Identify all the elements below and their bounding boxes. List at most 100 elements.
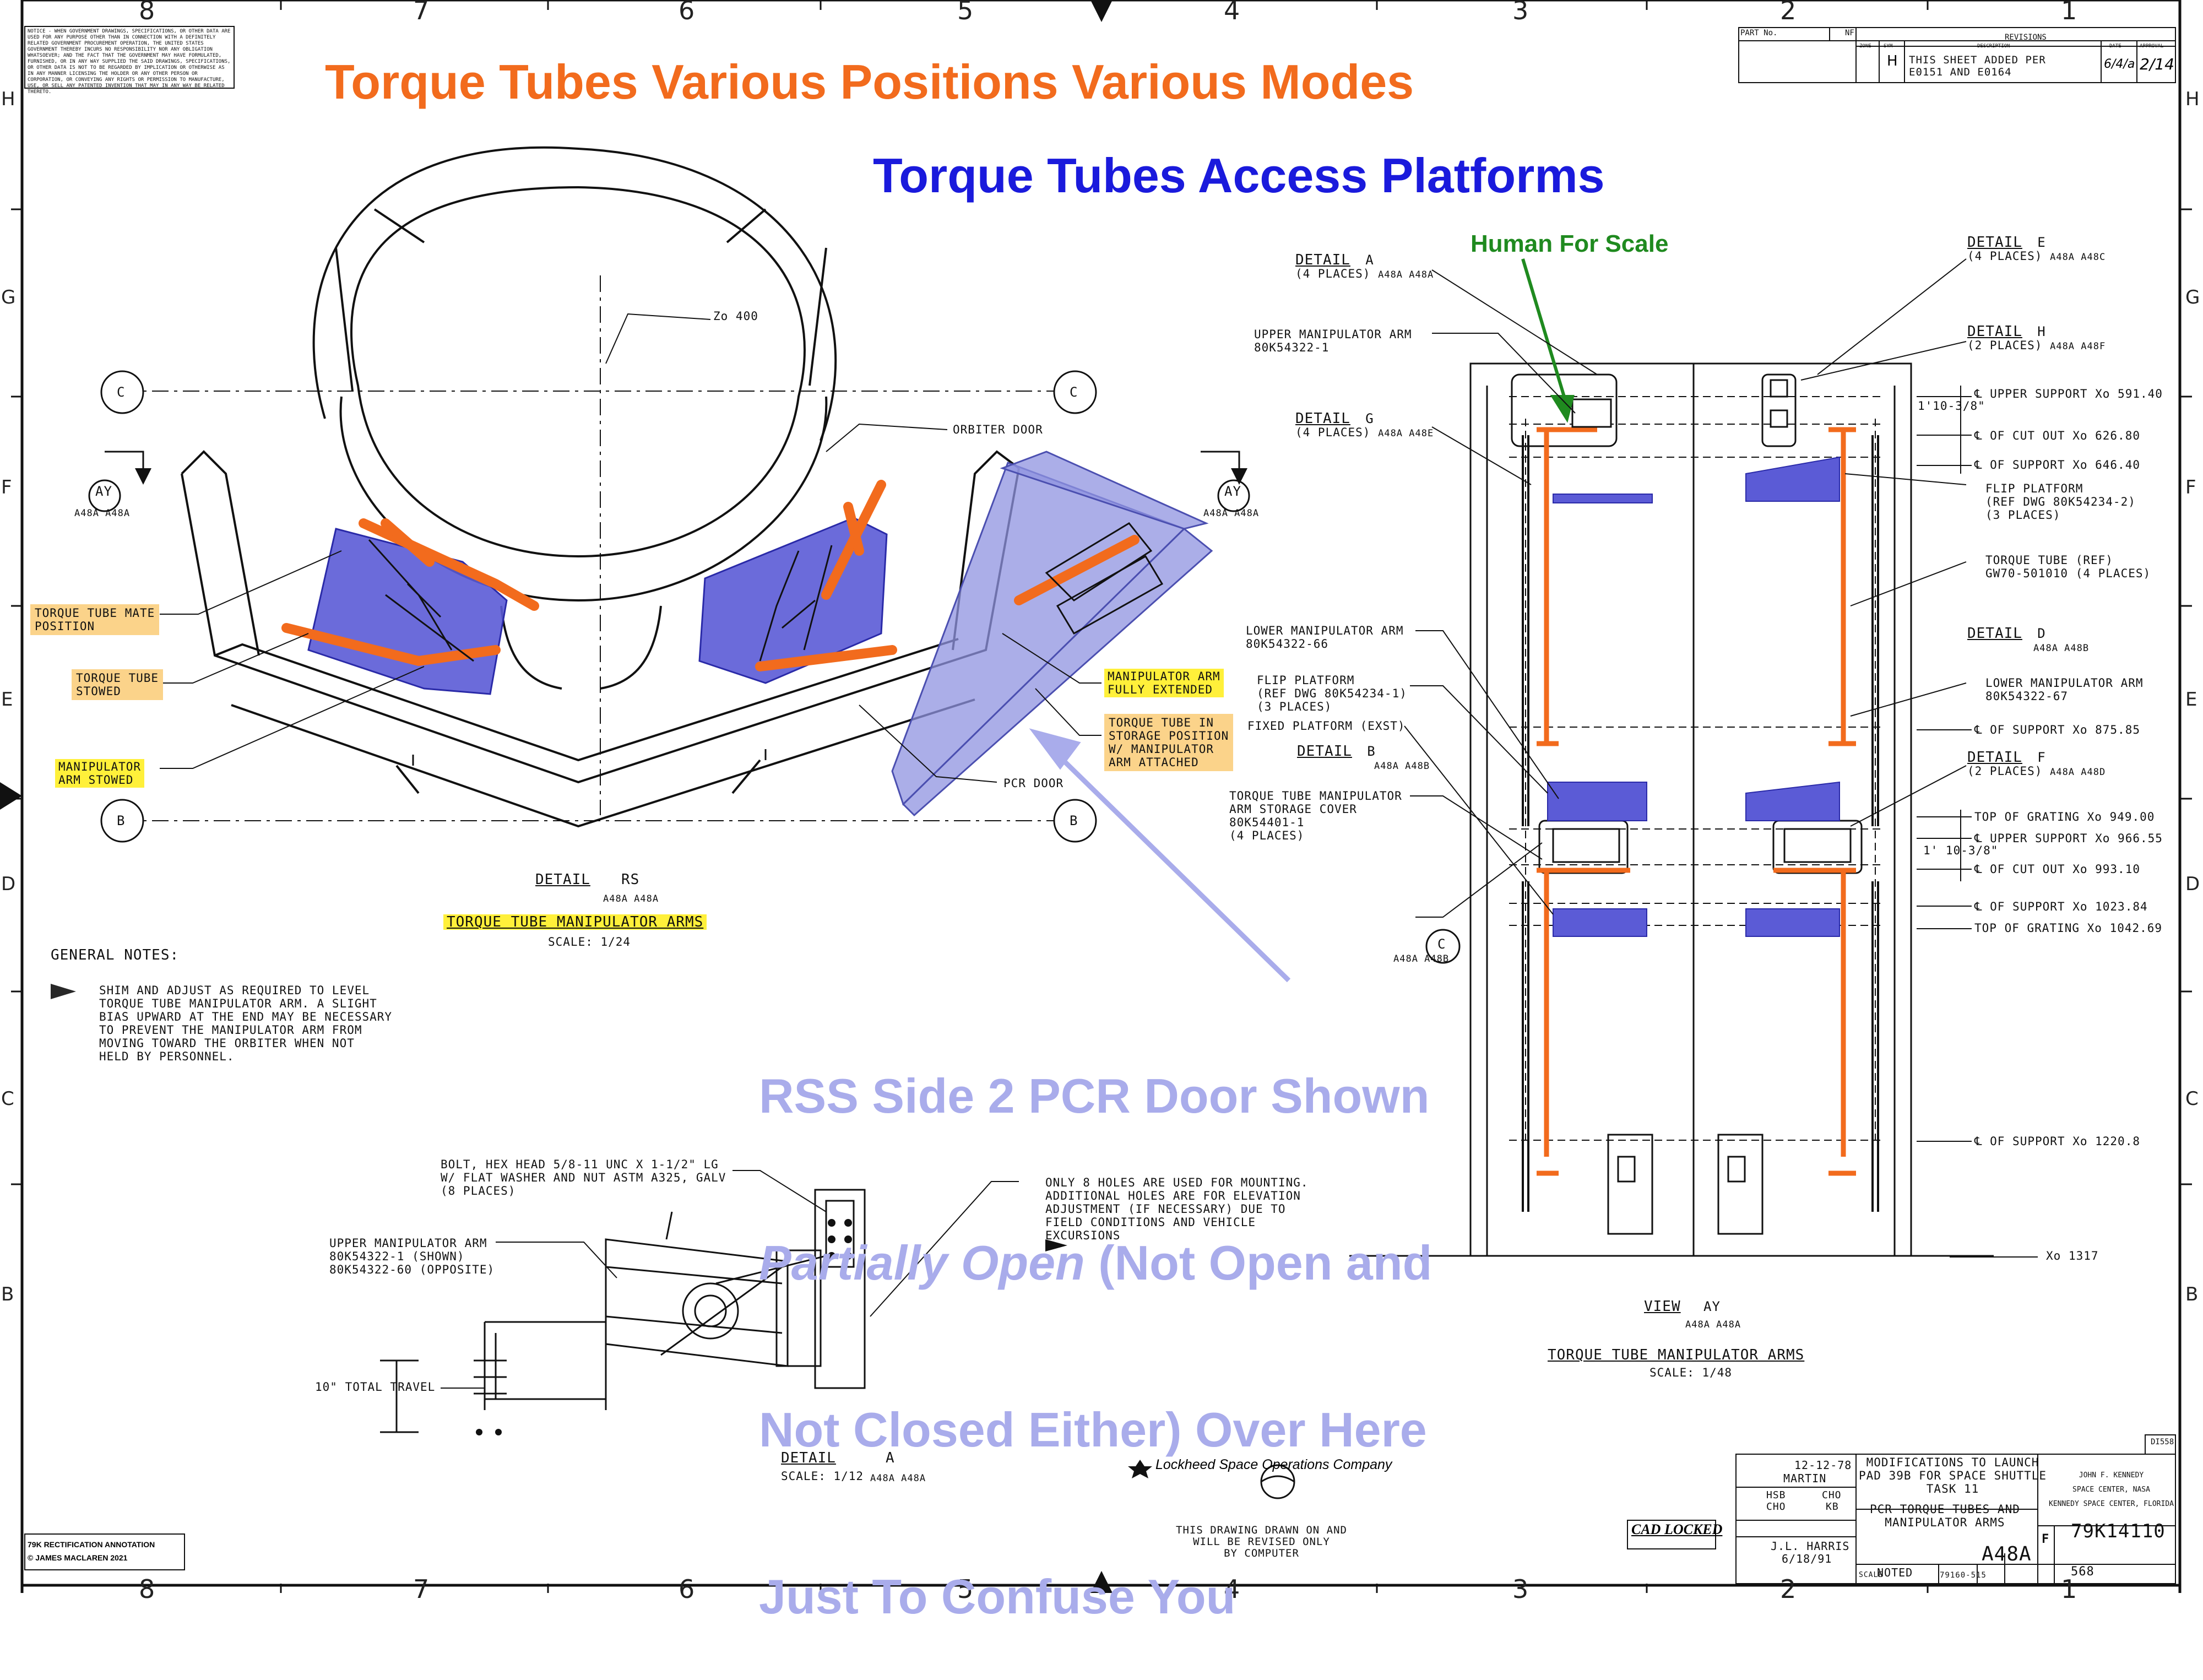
- detail-e-callout: DETAIL E(4 PLACES) A48A A48C: [1967, 234, 2106, 264]
- detail-f-callout-ref: A48A A48D: [2050, 767, 2106, 778]
- zone-top-3: 3: [1512, 0, 1529, 25]
- detail-h-callout-label: DETAIL: [1967, 323, 2022, 340]
- tb-engineer: CHO: [1766, 1501, 1786, 1513]
- zo-label: Zo 400: [713, 310, 758, 323]
- detail-a-ref: A48A A48A: [870, 1473, 926, 1484]
- label-torque-tube-ref: TORQUE TUBE (REF) GW70-501010 (4 PLACES): [1985, 554, 2151, 580]
- section-ay-left-ref: A48A A48A: [74, 508, 131, 519]
- station-966: ℄ UPPER SUPPORT Xo 966.55: [1974, 832, 2163, 845]
- zone-left-e: E: [1, 689, 13, 711]
- detail-c-callout-ref: A48A A48B: [1393, 953, 1450, 964]
- drawing-sheet: [0, 0, 2192, 1593]
- zone-top-8: 8: [139, 0, 155, 25]
- detail-a-callout-letter: A: [1365, 252, 1374, 268]
- tb-date: 12-12-78: [1794, 1459, 1852, 1472]
- rev-col-description: DESCRIPTION: [1977, 44, 2010, 49]
- tb-dwg-title: PCR TORQUE TUBES AND MANIPULATOR ARMS: [1870, 1503, 2020, 1529]
- balloon-c-left: C: [117, 384, 126, 400]
- detail-g-callout: DETAIL G(4 PLACES) A48A A48E: [1295, 410, 1434, 440]
- detail-h-callout-ref: A48A A48F: [2050, 341, 2106, 352]
- detail-a-label: DETAIL: [781, 1450, 836, 1466]
- note-flag-icon: [51, 984, 76, 999]
- view-ay-ref: A48A A48A: [1685, 1319, 1741, 1330]
- zone-bottom-7: 7: [413, 1574, 430, 1604]
- tb-sheet: 568: [2071, 1565, 2095, 1579]
- section-ay-left: AY: [95, 484, 112, 499]
- annotation-credit: 79K RECTIFICATION ANNOTATION © JAMES MAC…: [28, 1540, 155, 1562]
- view-ay-scale: SCALE: 1/48: [1649, 1366, 1733, 1379]
- section-ay-right: AY: [1224, 484, 1241, 499]
- zone-bottom-6: 6: [679, 1574, 695, 1604]
- zone-bottom-8: 8: [139, 1574, 155, 1604]
- human-for-scale-label: Human For Scale: [1471, 230, 1669, 257]
- dim-upper: 1'10-3/8": [1918, 399, 1985, 413]
- overlay-line-2: Partially Open (Not Open and: [759, 1235, 1432, 1291]
- station-949: TOP OF GRATING Xo 949.00: [1974, 810, 2155, 823]
- zone-top-2: 2: [1780, 0, 1797, 25]
- rev-col-sym: SYM: [1884, 44, 1893, 49]
- station-626: ℄ OF CUT OUT Xo 626.80: [1974, 429, 2140, 442]
- disclaimer-text: NOTICE - WHEN GOVERNMENT DRAWINGS, SPECI…: [28, 29, 231, 95]
- general-notes-title: GENERAL NOTES:: [51, 947, 180, 963]
- overlay-line-4: Just To Confuse You: [759, 1569, 1236, 1624]
- tb-agency: JOHN F. KENNEDY SPACE CENTER, NASA KENNE…: [2049, 1471, 2174, 1508]
- tb-size: F: [2042, 1532, 2050, 1546]
- lockheed-star-icon: [1128, 1460, 1152, 1478]
- zone-left-f: F: [1, 476, 12, 498]
- label-fixed-platform: FIXED PLATFORM (EXST): [1247, 719, 1406, 733]
- balloon-b-right: B: [1070, 813, 1078, 828]
- detail-c-callout-letter: C: [1437, 936, 1446, 952]
- dim-lower: 1' 10-3/8": [1923, 844, 1999, 857]
- detail-a-upper-arm: UPPER MANIPULATOR ARM 80K54322-1 (SHOWN)…: [329, 1237, 495, 1276]
- rev-col-zone: ZONE: [1859, 44, 1871, 49]
- detail-e-callout-letter: E: [2037, 235, 2046, 250]
- tb-approved: J.L. HARRIS: [1771, 1540, 1850, 1553]
- detail-g-callout-ref: A48A A48E: [1378, 428, 1434, 439]
- zone-top-6: 6: [679, 0, 695, 25]
- balloon-c-right: C: [1070, 384, 1078, 400]
- view-ay-letter: AY: [1703, 1299, 1721, 1314]
- zone-bottom-1: 1: [2061, 1574, 2077, 1604]
- detail-b-callout-letter: B: [1367, 744, 1376, 759]
- detail-d-callout-letter: D: [2037, 626, 2046, 641]
- detail-h-callout-letter: H: [2037, 324, 2046, 339]
- zone-left-c: C: [1, 1088, 14, 1110]
- detail-e-callout-ref: A48A A48C: [2050, 252, 2106, 263]
- label-storage-cover: TORQUE TUBE MANIPULATOR ARM STORAGE COVE…: [1229, 789, 1402, 842]
- zone-bottom-2: 2: [1780, 1574, 1797, 1604]
- rev-sym: H: [1887, 53, 1898, 69]
- detail-d-callout-ref: A48A A48B: [2033, 643, 2090, 654]
- rev-approval: 2/14: [2140, 55, 2174, 73]
- detail-e-callout-label: DETAIL: [1967, 234, 2022, 251]
- section-ay-right-ref: A48A A48A: [1203, 508, 1260, 519]
- tb-code: 79160-515: [1940, 1571, 1987, 1580]
- detail-g-callout-sub: (4 PLACES): [1295, 426, 1371, 439]
- detail-g-callout-label: DETAIL: [1295, 410, 1350, 427]
- callout-storage-position: TORQUE TUBE IN STORAGE POSITION W/ MANIP…: [1104, 714, 1234, 771]
- detail-rs-letter: RS: [621, 871, 640, 888]
- detail-a-callout-ref: A48A A48A: [1378, 269, 1434, 280]
- pcr-door-label: PCR DOOR: [1003, 777, 1064, 790]
- rev-col-date: DATE: [2109, 44, 2121, 49]
- callout-tube-stowed: TORQUE TUBE STOWED: [72, 669, 164, 700]
- overlay-line-1: RSS Side 2 PCR Door Shown: [759, 1069, 1430, 1123]
- overlay-italic: Partially Open: [759, 1235, 1085, 1290]
- general-note-1: SHIM AND ADJUST AS REQUIRED TO LEVEL TOR…: [99, 984, 393, 1063]
- detail-rs-label: DETAIL: [535, 871, 590, 888]
- cad-locked-stamp: CAD LOCKED: [1631, 1521, 1723, 1537]
- station-993: ℄ OF CUT OUT Xo 993.10: [1974, 863, 2140, 876]
- view-ay-caption: TORQUE TUBE MANIPULATOR ARMS: [1548, 1347, 1805, 1363]
- tb-checker: HSB: [1766, 1489, 1786, 1501]
- tb-mod-title: MODIFICATIONS TO LAUNCH PAD 39B FOR SPAC…: [1859, 1456, 2047, 1495]
- zone-top-7: 7: [413, 0, 430, 25]
- overlay-line-3: Not Closed Either) Over Here: [759, 1402, 1427, 1457]
- detail-b-callout-label: DETAIL: [1297, 743, 1352, 760]
- zone-top-4: 4: [1224, 0, 1240, 25]
- detail-h-callout-sub: (2 PLACES): [1967, 339, 2043, 352]
- computer-note: THIS DRAWING DRAWN ON AND WILL BE REVISE…: [1176, 1524, 1347, 1559]
- zone-right-d: D: [2185, 873, 2200, 895]
- rev-header: REVISIONS: [2005, 33, 2047, 42]
